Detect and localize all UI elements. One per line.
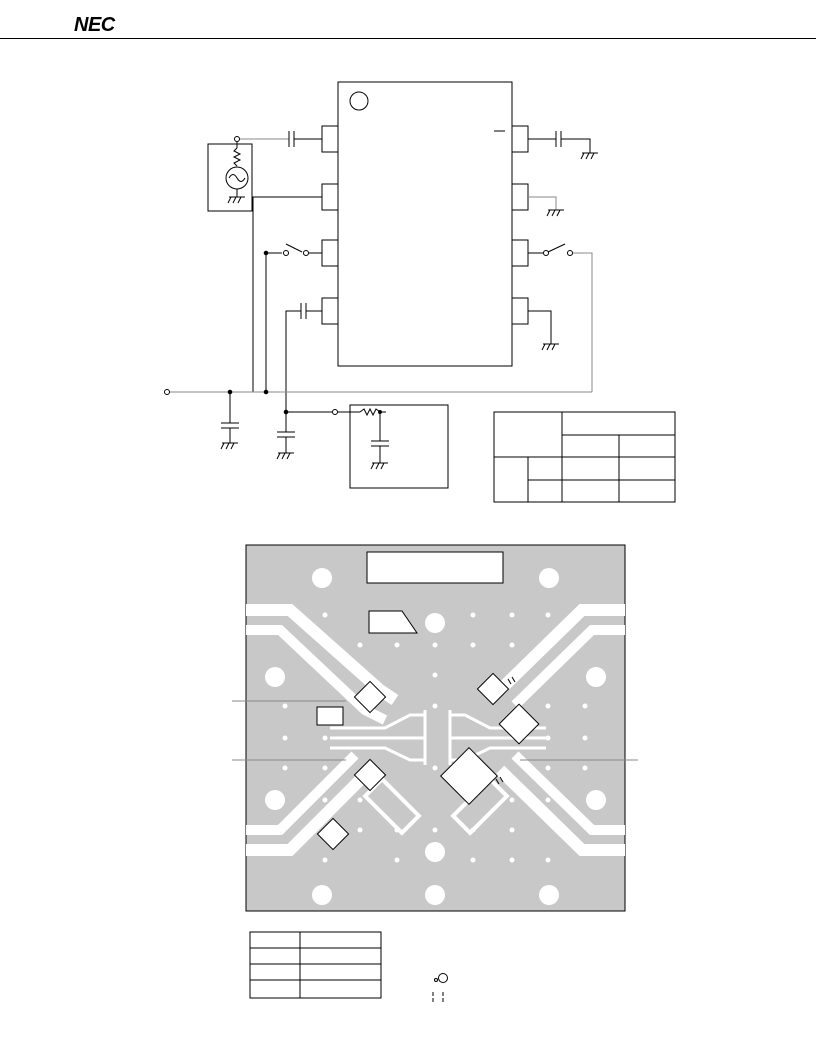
- ic-body: [337, 81, 513, 367]
- input-node: [234, 136, 240, 142]
- pcb-layout: [232, 544, 638, 912]
- pin-right-1: [511, 125, 529, 153]
- pcb-comp-6: [440, 747, 498, 805]
- pin-right-4: [511, 297, 529, 325]
- pcb-comp-1: [353, 680, 387, 714]
- pin-left-3: [321, 239, 339, 267]
- header-rule: [0, 38, 816, 39]
- pcb-comp-7: [316, 817, 350, 851]
- signal-generator-box: [207, 143, 253, 212]
- pcb-comp-5: [353, 758, 387, 792]
- vcc-terminal: [164, 389, 170, 395]
- pin-left-4: [321, 297, 339, 325]
- pin-right-2: [511, 183, 529, 211]
- switch-table: [493, 411, 676, 503]
- measurement-box: [349, 404, 449, 489]
- legend-symbols: [432, 973, 448, 1002]
- pin-right-3: [511, 239, 529, 267]
- pcb-comp-4: [498, 703, 540, 745]
- pin-left-2: [321, 183, 339, 211]
- parts-table: [249, 931, 382, 999]
- nec-logo: NEC: [74, 14, 115, 36]
- pcb-comp-3: [476, 672, 510, 706]
- pin1-marker: [349, 91, 369, 111]
- pcb-comp-2: [316, 706, 344, 726]
- gen-resistor: [232, 147, 242, 167]
- pin-left-1: [321, 125, 339, 153]
- pcb-chip-flag: [368, 610, 418, 634]
- test-circuit: [164, 81, 598, 489]
- pcb-label-box: [366, 551, 504, 584]
